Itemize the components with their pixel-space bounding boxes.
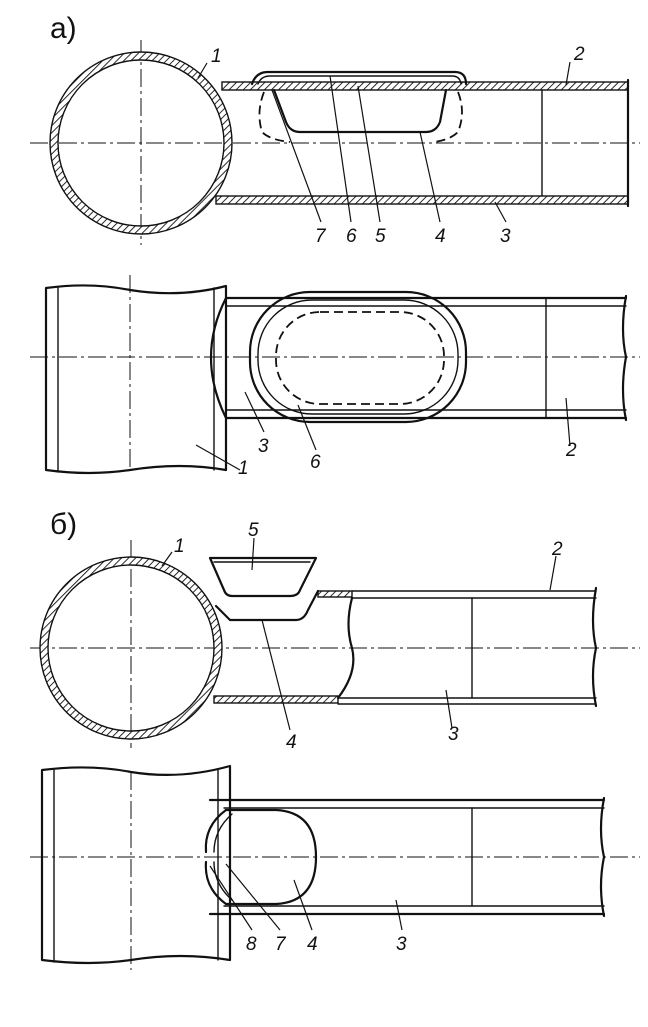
cut-recess (214, 589, 320, 622)
callout-7: 7 (275, 934, 287, 955)
branch-tube-top-wall (221, 81, 629, 91)
main-tube-side (44, 284, 228, 475)
callout-1: 1 (174, 536, 185, 557)
callout-1: 1 (211, 46, 222, 67)
section-a-top-view: 1 2 7 6 5 4 3 (30, 40, 640, 247)
callout-7: 7 (315, 226, 327, 247)
section-b-top-view: 1 5 2 4 3 (30, 520, 640, 753)
main-tube-wall (40, 557, 222, 739)
patch-plate-outline (248, 290, 468, 424)
callout-1: 1 (238, 458, 249, 479)
callout-2: 2 (565, 440, 577, 461)
callout-3: 3 (396, 934, 407, 955)
main-tube-wall (50, 52, 232, 234)
saddle-cut-outline (209, 296, 228, 420)
insert-part-detached (208, 556, 318, 598)
section-a: а) (30, 12, 640, 479)
section-b-label: б) (50, 508, 77, 541)
callout-4: 4 (435, 226, 446, 247)
branch-tube-bottom-wall (213, 695, 339, 704)
section-a-plan-view: 3 6 1 2 (30, 275, 640, 479)
callout-3: 3 (448, 724, 459, 745)
main-tube-side (40, 764, 232, 965)
callout-2: 2 (551, 539, 563, 560)
callout-6: 6 (310, 452, 321, 473)
callout-8: 8 (246, 934, 257, 955)
callout-2: 2 (573, 44, 585, 65)
tongue-cut (224, 808, 318, 906)
callout-3: 3 (500, 226, 511, 247)
callout-6: 6 (346, 226, 357, 247)
insert-part (272, 88, 448, 134)
patch-plate (250, 70, 468, 86)
callout-3: 3 (258, 436, 269, 457)
insert-hidden-outline (275, 311, 445, 405)
section-a-label: а) (50, 12, 77, 45)
callout-4: 4 (286, 732, 297, 753)
callout-5: 5 (248, 520, 259, 541)
callout-4: 4 (307, 934, 318, 955)
callout-5: 5 (375, 226, 386, 247)
branch-tube-bottom-wall (215, 195, 629, 205)
section-b-plan-view: 8 7 4 3 (30, 764, 640, 970)
section-b: б) (30, 508, 640, 970)
